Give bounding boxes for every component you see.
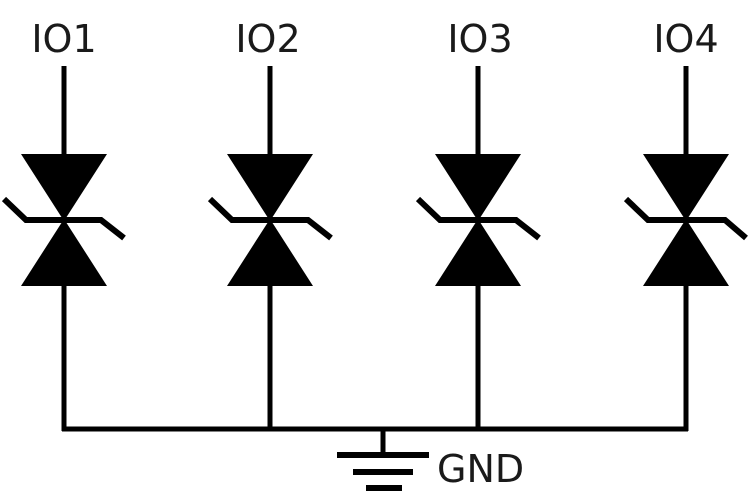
io3-label: IO3 (447, 17, 512, 61)
tvs-diode-icon (1, 154, 126, 286)
tvs-diode-icon (623, 154, 748, 286)
io4-label: IO4 (653, 17, 718, 61)
gnd-label: GND (437, 447, 524, 491)
io1-label: IO1 (31, 17, 96, 61)
channel-io2: IO2 (207, 17, 333, 431)
channel-io1: IO1 (1, 17, 126, 431)
channel-io3: IO3 (415, 17, 541, 431)
tvs-diode-icon (207, 154, 333, 286)
io2-label: IO2 (235, 17, 300, 61)
ground-icon (337, 429, 429, 491)
tvs-diode-icon (415, 154, 541, 286)
channel-io4: IO4 (623, 17, 748, 431)
